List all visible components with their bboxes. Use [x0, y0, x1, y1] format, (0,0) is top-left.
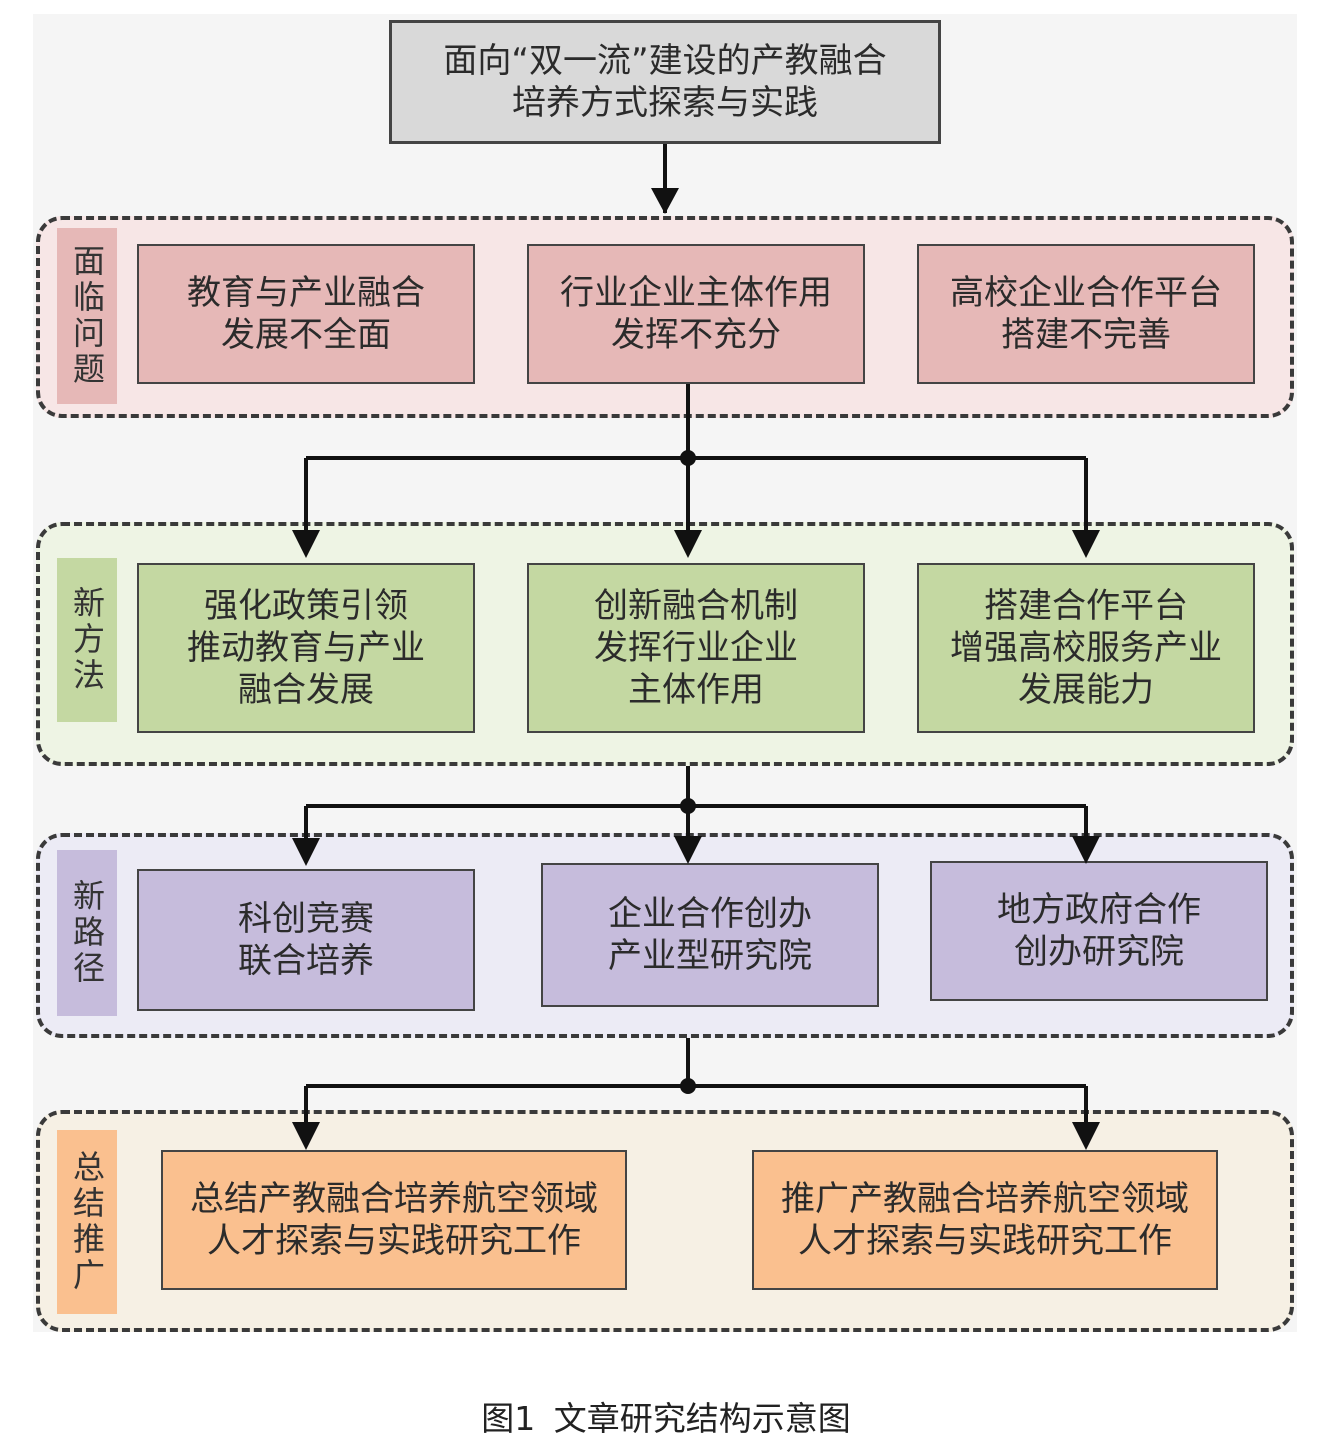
method-box-1: 强化政策引领 推动教育与产业 融合发展: [137, 563, 475, 733]
summary-box-2: 推广产教融合培养航空领域 人才探索与实践研究工作: [752, 1150, 1218, 1290]
method-box-2: 创新融合机制 发挥行业企业 主体作用: [527, 563, 865, 733]
arrow-s2-mid: [674, 836, 702, 864]
arrow-title-down: [651, 188, 679, 214]
arrow-s1-mid: [674, 530, 702, 558]
arrow-s3-left: [292, 1122, 320, 1150]
arrow-s3-right: [1072, 1122, 1100, 1150]
arrow-s2-right: [1072, 836, 1100, 864]
section-summary-label: 总结推广: [57, 1130, 117, 1314]
section-problems-label: 面临问题: [57, 228, 117, 404]
problem-box-3: 高校企业合作平台 搭建不完善: [917, 244, 1255, 384]
junction-dot-2: [680, 798, 696, 814]
method-box-3: 搭建合作平台 增强高校服务产业 发展能力: [917, 563, 1255, 733]
path-box-2: 企业合作创办 产业型研究院: [541, 863, 879, 1007]
section-methods-label-text: 新方法: [68, 586, 106, 694]
problem-box-2: 行业企业主体作用 发挥不充分: [527, 244, 865, 384]
junction-dot-1: [680, 450, 696, 466]
section-paths-label-text: 新路径: [68, 879, 106, 987]
arrow-s1-left: [292, 530, 320, 558]
path-box-3: 地方政府合作 创办研究院: [930, 861, 1268, 1001]
arrow-s2-left: [292, 838, 320, 866]
path-box-1: 科创竞赛 联合培养: [137, 869, 475, 1011]
figure-caption: 图1 文章研究结构示意图: [481, 1399, 851, 1438]
section-problems-label-text: 面临问题: [68, 244, 106, 388]
diagram-title-box: 面向“双一流”建设的产教融合 培养方式探索与实践: [389, 20, 941, 144]
section-summary-label-text: 总结推广: [68, 1150, 106, 1294]
section-methods-label: 新方法: [57, 558, 117, 722]
section-paths-label: 新路径: [57, 850, 117, 1016]
summary-box-1: 总结产教融合培养航空领域 人才探索与实践研究工作: [161, 1150, 627, 1290]
arrow-s1-right: [1072, 530, 1100, 558]
junction-dot-3: [680, 1078, 696, 1094]
problem-box-1: 教育与产业融合 发展不全面: [137, 244, 475, 384]
